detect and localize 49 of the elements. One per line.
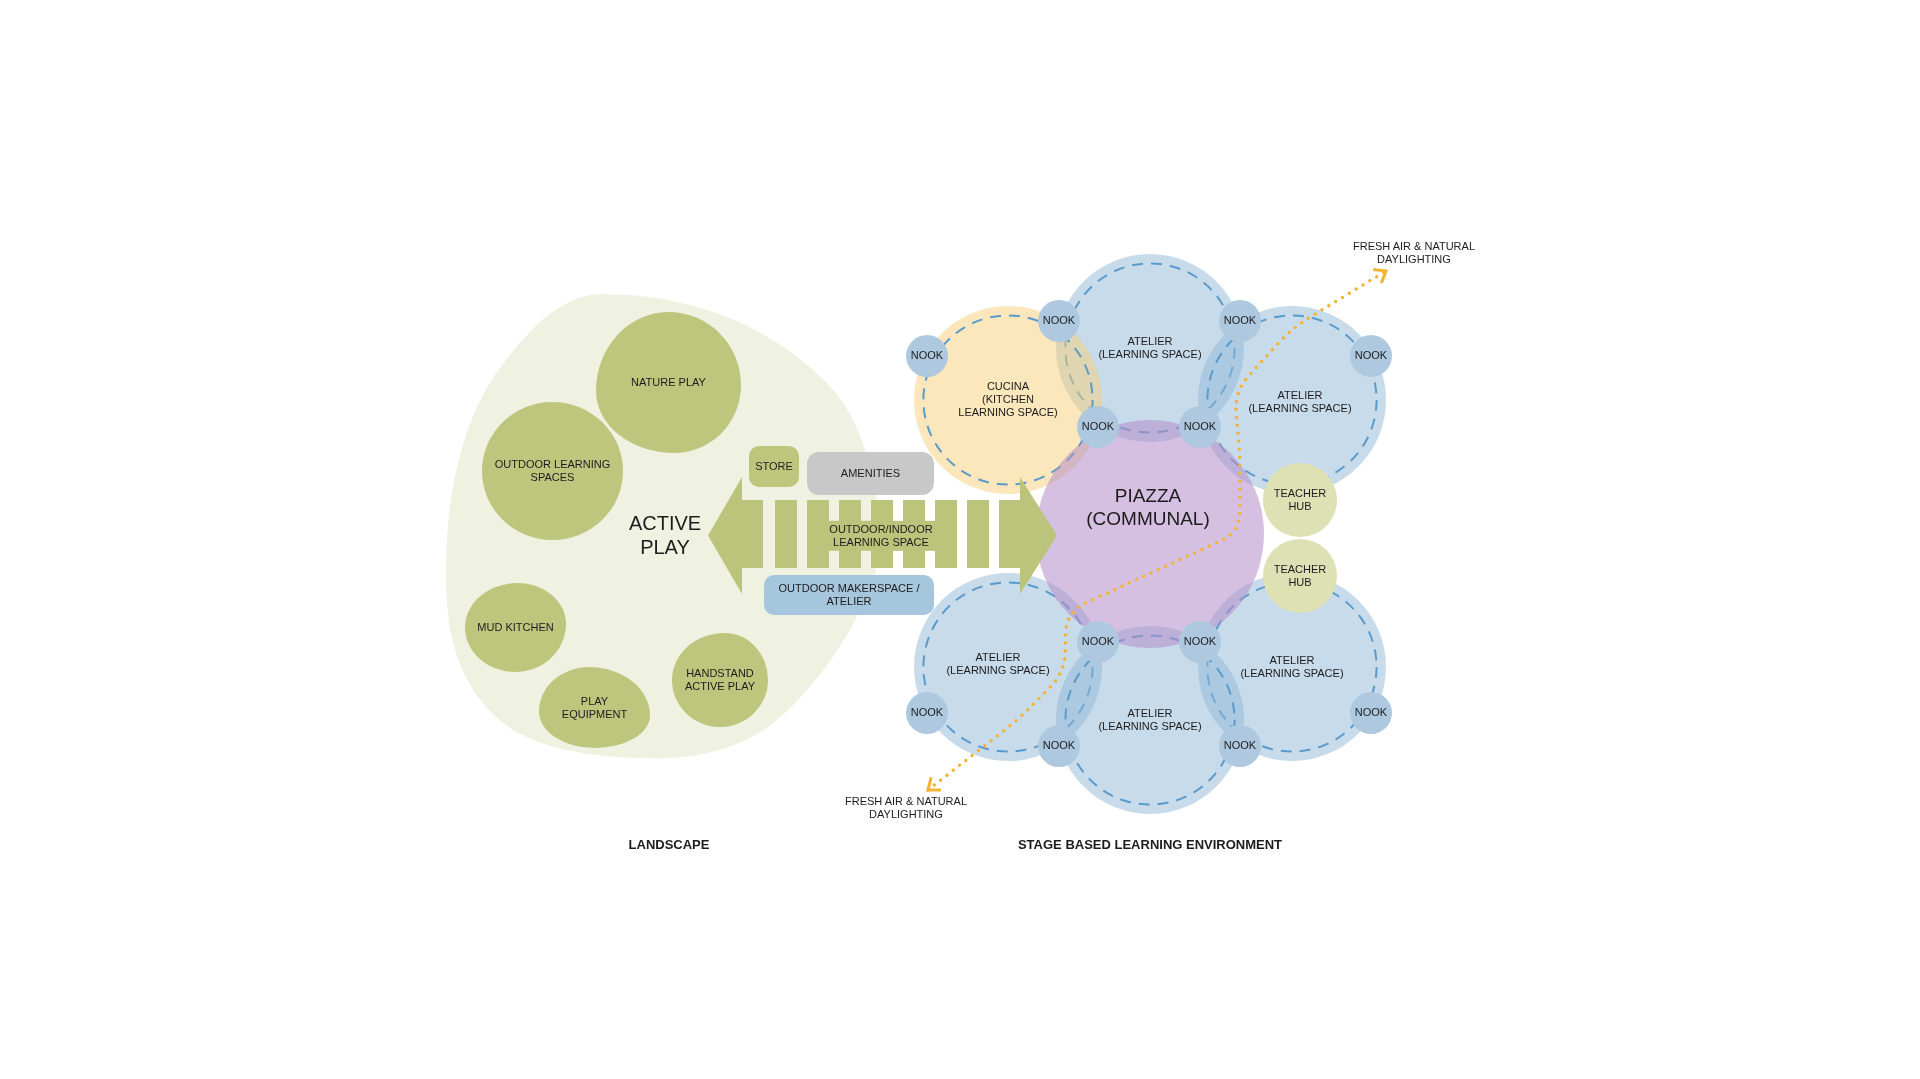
amenities-block (807, 452, 934, 495)
nook-circle (906, 335, 948, 377)
nook-circle (1077, 621, 1119, 663)
annotation-text: FRESH AIR & NATURAL DAYLIGHTING (845, 794, 967, 822)
space-label: ATELIER (LEARNING SPACE) (946, 650, 1050, 678)
space-label: NOOK (910, 706, 944, 720)
space-label: NOOK (1183, 635, 1217, 649)
space-label: NOOK (1354, 349, 1388, 363)
nook-circle (1219, 300, 1261, 342)
nook-circle (1038, 300, 1080, 342)
space-label: OUTDOOR LEARNING SPACES (494, 457, 611, 485)
space-label: HANDSTAND ACTIVE PLAY (684, 666, 756, 694)
space-label: PIAZZA (COMMUNAL) (1086, 485, 1210, 531)
space-label: TEACHER HUB (1273, 562, 1327, 590)
space-label: ATELIER (LEARNING SPACE) (1098, 334, 1202, 362)
nook-circle (1077, 406, 1119, 448)
nook-circle (1038, 725, 1080, 767)
nook-circle (906, 692, 948, 734)
nook-circle (1350, 692, 1392, 734)
space-label: NOOK (1354, 706, 1388, 720)
space-label: NOOK (1183, 420, 1217, 434)
space-label: OUTDOOR MAKERSPACE / ATELIER (778, 581, 920, 609)
store-block (749, 446, 799, 487)
area-title: ACTIVE PLAY (628, 511, 702, 559)
nook-circle (1219, 725, 1261, 767)
space-label: PLAY EQUIPMENT (561, 694, 628, 721)
space-label: NOOK (1223, 314, 1257, 328)
section-heading: LANDSCAPE (628, 837, 710, 853)
space-label: NOOK (910, 349, 944, 363)
space-label: NOOK (1081, 635, 1115, 649)
space-label: AMENITIES (840, 466, 901, 481)
makerspace-block (764, 575, 934, 615)
space-label: ATELIER (LEARNING SPACE) (1098, 706, 1202, 734)
space-label: ATELIER (LEARNING SPACE) (1240, 653, 1344, 681)
space-label: TEACHER HUB (1273, 486, 1327, 514)
nook-circle (1179, 621, 1221, 663)
annotation-text: FRESH AIR & NATURAL DAYLIGHTING (1353, 239, 1475, 267)
space-label: NOOK (1223, 739, 1257, 753)
space-label: ATELIER (LEARNING SPACE) (1248, 388, 1352, 416)
space-label: STORE (755, 459, 793, 474)
nook-circle (1179, 406, 1221, 448)
space-label: NOOK (1081, 420, 1115, 434)
space-label: CUCINA (KITCHEN LEARNING SPACE) (958, 380, 1058, 420)
space-label: MUD KITCHEN (477, 620, 554, 635)
section-heading: STAGE BASED LEARNING ENVIRONMENT (1017, 837, 1283, 853)
space-label: NOOK (1042, 314, 1076, 328)
space-label: NOOK (1042, 739, 1076, 753)
space-label: NATURE PLAY (631, 375, 706, 390)
nook-circle (1350, 335, 1392, 377)
